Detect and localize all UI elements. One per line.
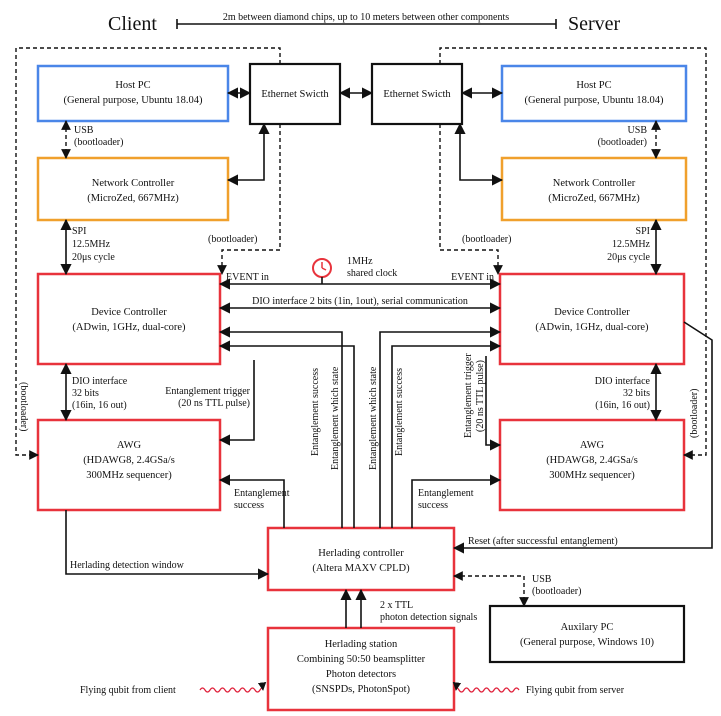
auxilary-pc-line: Auxilary PC [561, 622, 614, 633]
bootloader-label-right: (bootloader) [462, 234, 511, 245]
spi-label-right: SPI [636, 226, 650, 237]
spi-label-right: 20μs cycle [607, 252, 650, 263]
network-controller-server-line: Network Controller [553, 178, 636, 189]
device-controller-client-line: Device Controller [91, 307, 167, 318]
dio-serial-label: DIO interface 2 bits (1in, 1out), serial… [252, 296, 468, 307]
event-in-left: EVENT in [226, 272, 269, 283]
network-controller-client-line: (MicroZed, 667MHz) [87, 193, 179, 204]
spi-label-left: 12.5MHz [72, 239, 111, 250]
flying-qubit-client: Flying qubit from client [80, 685, 176, 696]
herlading-station-line: Combining 50:50 beamsplitter [297, 654, 426, 665]
distance-note: 2m between diamond chips, up to 10 meter… [223, 12, 509, 23]
ttl-label: photon detection signals [380, 612, 477, 623]
usb-label-aux: (bootloader) [532, 586, 581, 597]
bootloader-label-left: (bootloader) [208, 234, 257, 245]
dio-label-right: (16in, 16 out) [595, 400, 650, 411]
ent-success-vertical-1: Entanglement success [310, 368, 321, 456]
spi-label-left: SPI [72, 226, 86, 237]
auxilary-pc-line: (General purpose, Windows 10) [520, 637, 655, 648]
ent-trigger-left: Entanglement trigger [165, 386, 250, 397]
ent-trigger-right: (20 ns TTL pulse) [475, 360, 486, 432]
ethernet-switch-server-label: Ethernet Swicth [383, 89, 451, 100]
dio-label-left: DIO interface [72, 376, 128, 387]
ent-success-vertical-2: Entanglement success [394, 368, 405, 456]
awg-server: AWG (HDAWG8, 2.4GSa/s 300MHz sequencer) [498, 418, 686, 512]
awg-server-line: (HDAWG8, 2.4GSa/s [546, 455, 638, 466]
awg-server-line: 300MHz sequencer) [549, 470, 635, 481]
ent-success-left: success [234, 500, 264, 511]
network-controller-server: Network Controller (MicroZed, 667MHz) [500, 156, 688, 222]
spi-label-left: 20μs cycle [72, 252, 115, 263]
host-pc-server-line: Host PC [576, 80, 611, 91]
ent-success-right: success [418, 500, 448, 511]
dio-label-left: 32 bits [72, 388, 99, 399]
herlading-station-line: Herlading station [325, 639, 398, 650]
spi-label-right: 12.5MHz [612, 239, 651, 250]
usb-label-left: (bootloader) [74, 137, 123, 148]
herlading-station: Herlading station Combining 50:50 beamsp… [266, 626, 456, 712]
ethernet-switch-server: Ethernet Swicth [370, 62, 464, 126]
dio-label-left: (16in, 16 out) [72, 400, 127, 411]
herlading-station-line: (SNSPDs, PhotonSpot) [312, 684, 411, 695]
herlading-controller-line: Herlading controller [318, 548, 404, 559]
awg-client-line: AWG [117, 440, 142, 451]
ent-success-right: Entanglement [418, 488, 474, 499]
herlading-controller: Herlading controller (Altera MAXV CPLD) [266, 526, 456, 592]
usb-label-right: USB [628, 125, 648, 136]
awg-client-line: (HDAWG8, 2.4GSa/s [83, 455, 175, 466]
device-controller-server: Device Controller (ADwin, 1GHz, dual-cor… [498, 272, 686, 366]
ent-trigger-left: (20 ns TTL pulse) [178, 398, 250, 409]
ent-which-vertical-1: Entanglement which state [330, 366, 341, 470]
ethernet-switch-client-label: Ethernet Swicth [261, 89, 329, 100]
device-controller-server-line: (ADwin, 1GHz, dual-core) [535, 322, 649, 333]
network-controller-server-line: (MicroZed, 667MHz) [548, 193, 640, 204]
host-pc-client: Host PC (General purpose, Ubuntu 18.04) [36, 64, 230, 123]
awg-client: AWG (HDAWG8, 2.4GSa/s 300MHz sequencer) [36, 418, 222, 512]
device-controller-server-line: Device Controller [554, 307, 630, 318]
clock-label: shared clock [347, 268, 397, 279]
bootloader-vertical-right: (bootloader) [689, 389, 700, 438]
host-pc-client-line: (General purpose, Ubuntu 18.04) [63, 95, 203, 106]
host-pc-server-line: (General purpose, Ubuntu 18.04) [524, 95, 664, 106]
dio-label-right: 32 bits [623, 388, 650, 399]
auxilary-pc: Auxilary PC (General purpose, Windows 10… [488, 604, 686, 664]
ttl-label: 2 x TTL [380, 600, 413, 611]
ent-trigger-right: Entanglement trigger [463, 353, 474, 438]
device-controller-client-line: (ADwin, 1GHz, dual-core) [72, 322, 186, 333]
device-controller-client: Device Controller (ADwin, 1GHz, dual-cor… [36, 272, 222, 366]
usb-label-right: (bootloader) [598, 137, 647, 148]
host-pc-server: Host PC (General purpose, Ubuntu 18.04) [500, 64, 688, 123]
event-in-right: EVENT in [451, 272, 494, 283]
reset-label: Reset (after successful entanglement) [468, 536, 618, 547]
flying-qubit-server: Flying qubit from server [526, 685, 625, 696]
ent-success-left: Entanglement [234, 488, 290, 499]
ent-which-vertical-2: Entanglement which state [368, 366, 379, 470]
server-heading: Server [568, 13, 621, 35]
awg-server-line: AWG [580, 440, 605, 451]
clock-label: 1MHz [347, 256, 373, 267]
herlading-window-label: Herlading detection window [70, 560, 185, 571]
client-heading: Client [108, 13, 157, 35]
host-pc-client-line: Host PC [115, 80, 150, 91]
usb-label-left: USB [74, 125, 94, 136]
labels: USB (bootloader) USB (bootloader) SPI 12… [18, 125, 700, 696]
herlading-station-line: Photon detectors [326, 669, 396, 680]
awg-client-line: 300MHz sequencer) [86, 470, 172, 481]
network-controller-client-line: Network Controller [92, 178, 175, 189]
bootloader-vertical-left: (bootloader) [18, 382, 29, 431]
herlading-controller-line: (Altera MAXV CPLD) [312, 563, 410, 574]
connectors [15, 47, 713, 693]
network-controller-client: Network Controller (MicroZed, 667MHz) [36, 156, 230, 222]
dio-label-right: DIO interface [595, 376, 651, 387]
distance-arrow [176, 19, 557, 29]
usb-label-aux: USB [532, 574, 552, 585]
ethernet-switch-client: Ethernet Swicth [248, 62, 342, 126]
